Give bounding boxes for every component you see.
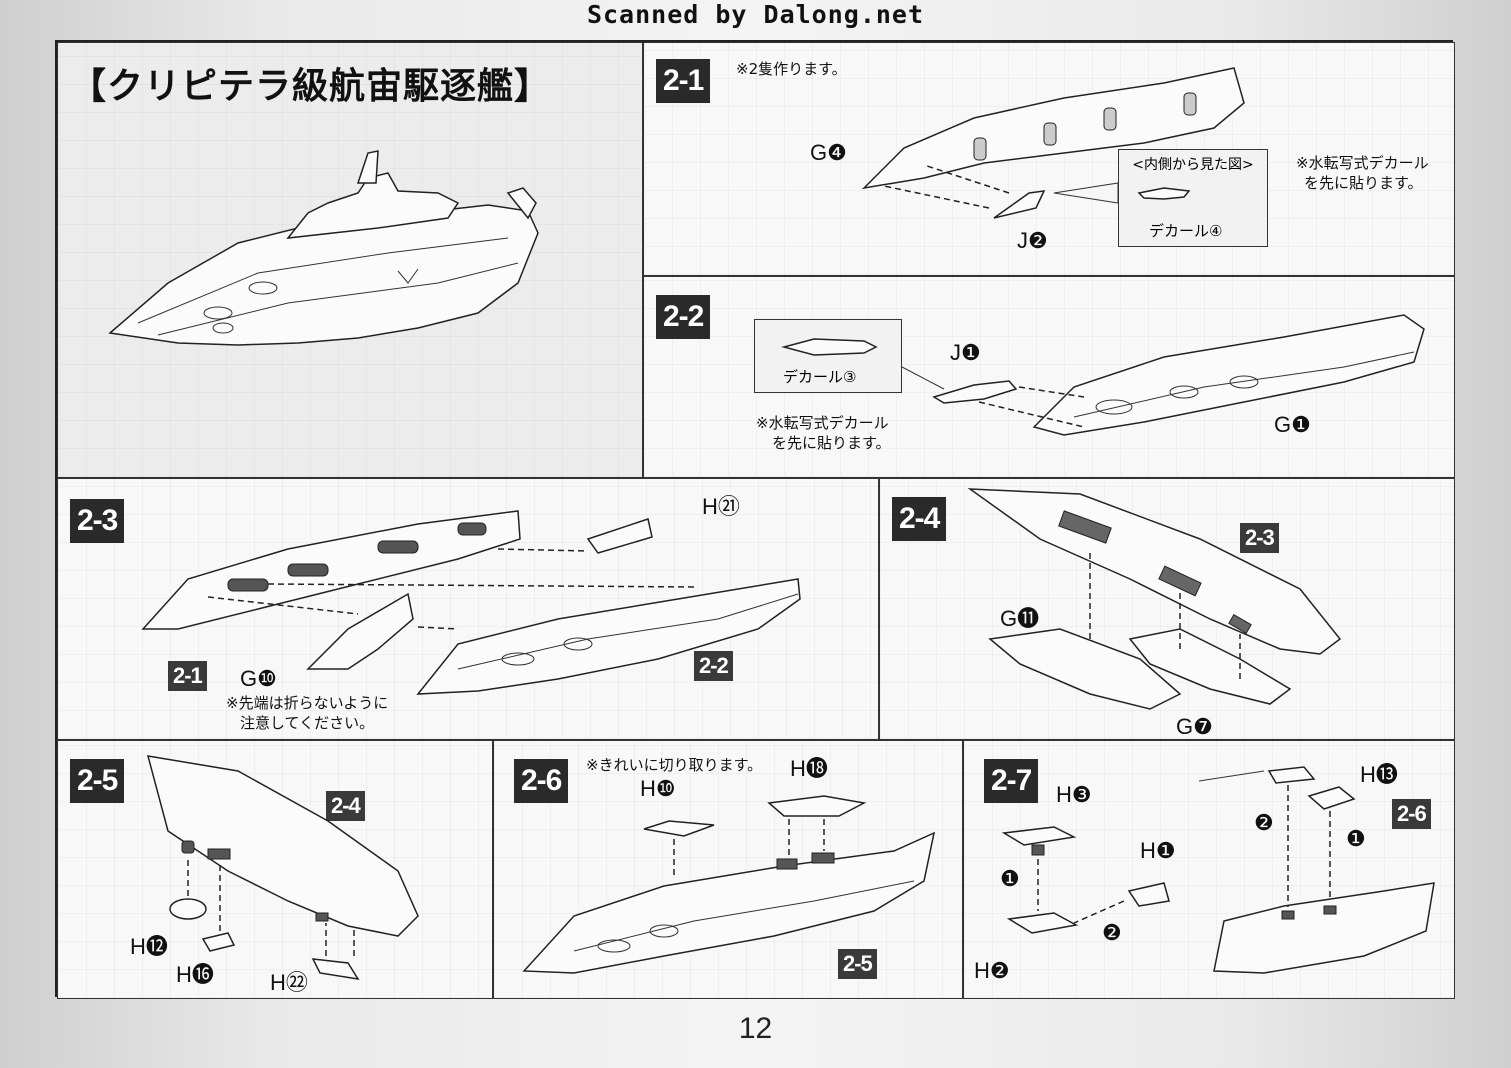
step-2-1-decal-note-1: ※水転写式デカール xyxy=(1296,154,1429,172)
title-panel: 【クリピテラ級航宙駆逐艦】 xyxy=(57,42,643,478)
step-2-2-decal-note-1: ※水転写式デカール xyxy=(756,414,889,432)
part-label-j2: J❷ xyxy=(1017,228,1048,253)
order-mark-1-left: ❶ xyxy=(1000,866,1020,891)
step-2-1-drawing xyxy=(861,67,1245,219)
step-2-2-panel: 2-2 デカール③ ※水転写式デカール を先に貼ります。 J❶ G❶ xyxy=(643,276,1455,478)
part-label-h13: H⓭ xyxy=(1360,762,1398,787)
page-number: 12 xyxy=(738,1012,773,1045)
step-2-1-decal-note-2: を先に貼ります。 xyxy=(1304,174,1423,192)
step-2-4-badge: 2-4 xyxy=(892,497,947,541)
step-2-3-note-2: 注意してください。 xyxy=(240,714,375,732)
step-2-3-note-1: ※先端は折らないように xyxy=(226,694,389,712)
part-label-g11: G⓫ xyxy=(1000,606,1040,631)
callout-title: <内側から見た図> xyxy=(1132,157,1254,173)
step-2-4-panel: 2-4 2-3 G⓫ G❼ xyxy=(879,478,1455,740)
step-2-5-drawing xyxy=(146,755,419,980)
ref-2-6-badge: 2-6 xyxy=(1392,799,1431,829)
ref-2-5-badge: 2-5 xyxy=(838,949,877,979)
step-2-5-badge: 2-5 xyxy=(70,759,125,803)
part-label-h22: H㉒ xyxy=(270,970,308,995)
step-2-6-panel: 2-6 ※きれいに切り取ります。 H❿ H⓲ 2-5 xyxy=(493,740,963,999)
ref-2-4-badge: 2-4 xyxy=(326,791,365,821)
step-2-4-drawing xyxy=(967,488,1342,710)
order-mark-2-left: ❷ xyxy=(1102,920,1122,945)
callout-decal-label: デカール④ xyxy=(1149,222,1223,240)
decal-3-callout: デカール③ xyxy=(754,319,902,393)
ref-2-2-badge: 2-2 xyxy=(694,651,733,681)
order-mark-1-right: ❶ xyxy=(1346,826,1366,851)
step-2-6-drawing xyxy=(522,795,936,974)
part-label-g1: G❶ xyxy=(1274,412,1311,437)
ref-2-3-badge: 2-3 xyxy=(1240,523,1279,553)
step-2-3-badge: 2-3 xyxy=(70,499,125,543)
part-label-h1: H❶ xyxy=(1140,838,1176,863)
step-2-7-panel: 2-7 H❸ H❶ H❷ H⓭ ❶ ❷ ❷ ❶ 2-6 xyxy=(963,740,1455,999)
callout-decal-3-label: デカール③ xyxy=(783,368,857,386)
part-label-g7: G❼ xyxy=(1176,714,1213,739)
part-label-h21: H㉑ xyxy=(702,494,740,519)
step-2-2-decal-note-2: を先に貼ります。 xyxy=(772,434,891,452)
page-title: 【クリピテラ級航宙駆逐艦】 xyxy=(70,65,552,107)
order-mark-2-right: ❷ xyxy=(1254,810,1274,835)
step-2-3-drawing xyxy=(141,510,801,695)
scan-credit: Scanned by Dalong.net xyxy=(586,0,925,29)
part-label-g4: G❹ xyxy=(810,140,847,165)
step-2-7-drawing xyxy=(1001,766,1435,974)
step-2-6-badge: 2-6 xyxy=(514,759,569,803)
part-label-j1: J❶ xyxy=(950,340,981,365)
step-2-5-panel: 2-5 2-4 H⓬ H⓰ H㉒ xyxy=(57,740,493,999)
instruction-sheet: 【クリピテラ級航宙駆逐艦】 2-1 ※2隻作ります。 ※水転写式デカール を先に… xyxy=(55,40,1455,999)
step-2-2-badge: 2-2 xyxy=(656,295,711,339)
step-2-3-panel: 2-3 H㉑ G❿ 2-1 2-2 ※先端は折らないように 注意してください。 xyxy=(57,478,879,740)
step-2-1-note: ※2隻作ります。 xyxy=(736,60,847,78)
step-2-1-badge: 2-1 xyxy=(656,59,711,103)
part-label-h3: H❸ xyxy=(1056,782,1092,807)
part-label-h16: H⓰ xyxy=(176,962,214,987)
part-label-h10: H❿ xyxy=(640,776,676,801)
part-label-h2: H❷ xyxy=(974,958,1010,983)
ref-2-1-badge: 2-1 xyxy=(168,661,207,691)
step-2-1-panel: 2-1 ※2隻作ります。 ※水転写式デカール を先に貼ります。 G❹ J❷ <内… xyxy=(643,42,1455,276)
part-label-h18: H⓲ xyxy=(790,756,828,781)
part-label-h12: H⓬ xyxy=(130,934,168,959)
part-label-g10: G❿ xyxy=(240,666,277,691)
step-2-6-note: ※きれいに切り取ります。 xyxy=(586,756,763,774)
destroyer-overview-drawing xyxy=(108,150,539,346)
step-2-7-badge: 2-7 xyxy=(984,759,1039,803)
step-2-2-drawing xyxy=(781,314,1425,436)
